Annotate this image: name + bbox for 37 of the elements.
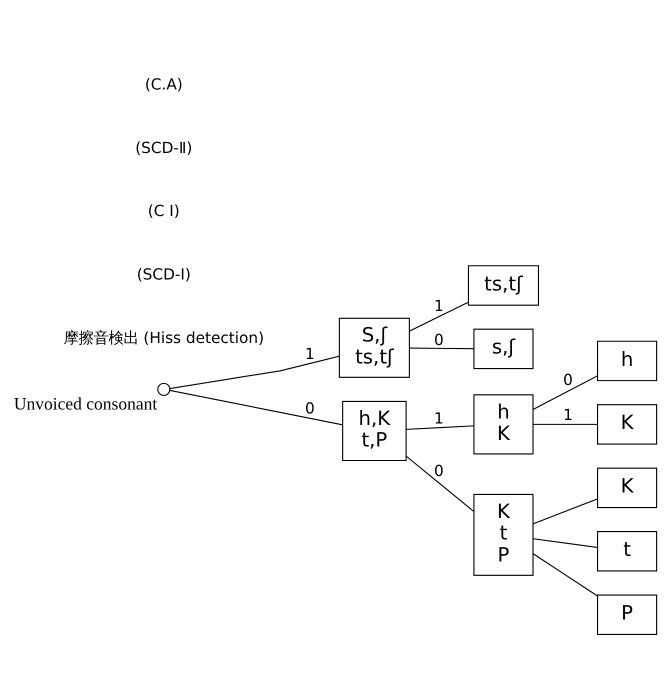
node-box: h [596,340,657,381]
node-box: h,K t,P [342,400,406,461]
node-box: P [596,594,657,634]
edge-label: 0 [434,330,444,348]
edge-label: 1 [562,406,572,424]
connector [532,423,597,424]
connector [532,552,598,596]
label: (C I) [147,202,180,220]
edge-label: 0 [434,462,444,480]
edge-label: 1 [304,344,314,362]
connector [169,355,339,389]
edge-label: 0 [304,399,314,418]
connector [408,301,468,332]
connector [532,538,597,548]
node-box: K [596,404,657,444]
edge-label: 1 [434,296,444,314]
node-circle [156,382,170,396]
connector [405,455,474,512]
node-label: Unvoiced consonant [13,392,157,413]
node-box: s,ʃ [472,328,534,369]
connector [169,389,342,425]
label: 摩擦音検出 (Hiss detection) [62,328,264,347]
node-box: h K [472,394,534,454]
label: (SCD-Ⅱ) [134,138,192,156]
node-box: t [596,530,657,572]
edge-label: 1 [434,409,444,428]
label: (SCD-Ⅰ) [136,265,190,284]
node-box: ts,tʃ [467,264,539,306]
connector [406,424,474,430]
edge-label: 0 [562,370,572,389]
label: (C.A) [144,74,182,93]
connector [532,374,598,410]
connector [532,498,597,524]
node-box: K [596,467,657,508]
node-box: S,ʃ ts,tʃ [338,317,410,378]
node-box: K t P [472,493,534,576]
connector [408,347,474,349]
